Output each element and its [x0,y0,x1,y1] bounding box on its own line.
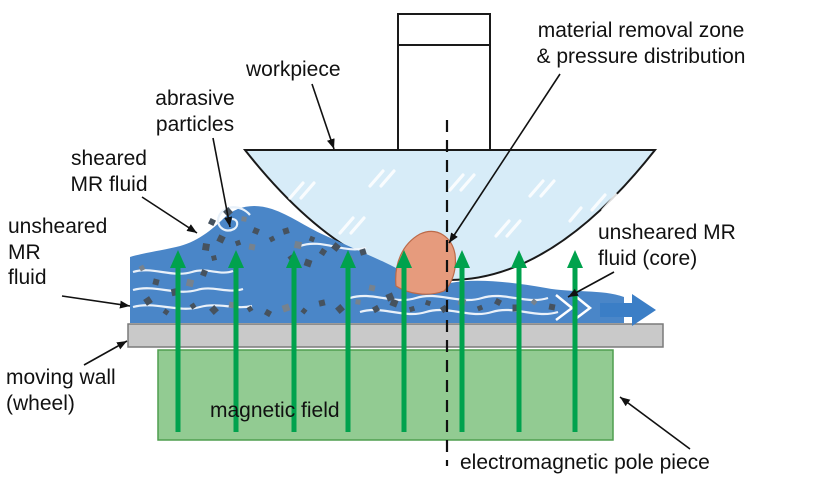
glass-hatch-marks [288,169,618,238]
abrasive-particle [389,298,399,308]
label-pointer-abrasive [212,137,233,228]
label-pointer-pole-piece [619,396,691,450]
magnetic-field-arrowhead [396,250,412,268]
magnetic-field-arrowhead [511,250,527,268]
abrasive-particle [223,207,233,217]
abrasive-particle [476,304,484,312]
abrasive-particle [152,278,160,286]
abrasive-particle [282,227,290,235]
magnetic-field-arrow-layer [170,250,583,432]
abrasive-particle [335,304,345,314]
abrasive-particle [530,298,538,306]
abrasive-particle-layer [138,207,556,318]
abrasive-particle [371,304,381,314]
label-magnetic-field: magnetic field [210,399,340,422]
abrasive-particle [318,247,328,257]
label-abrasive-particles: abrasive particles [155,87,235,136]
abrasive-particle [234,239,242,247]
magnetic-field-arrowhead [170,250,186,268]
label-unsheared-mr-fluid: unsheared MR fluid [8,215,108,290]
abrasive-particle [263,308,273,318]
abrasive-particle [355,299,361,305]
abrasive-particle [512,304,520,312]
label-pointer-sheared [141,196,198,234]
magnetic-field-arrowhead [340,250,356,268]
abrasive-particle [281,303,291,313]
flow-arrow [600,294,656,326]
abrasive-particle [303,258,313,268]
label-pointer-moving-wall [83,340,128,366]
mr-fluid-shape [130,206,624,323]
label-electromagnetic-pole-piece: electromagnetic pole piece [460,451,710,474]
abrasive-particle [359,248,367,256]
label-pointer-removal-zone [448,73,561,244]
pole-piece-shape [157,349,614,441]
abrasive-particle [248,243,256,251]
abrasive-particle [200,269,208,277]
abrasive-particle [138,264,146,272]
abrasive-particle [241,216,247,222]
label-sheared-mr-fluid: sheared MR fluid [70,147,148,196]
abrasive-particle [293,240,303,250]
label-workpiece: workpiece [246,58,341,81]
abrasive-particle [331,242,341,252]
abrasive-particle [318,299,326,307]
abrasive-particle [162,308,170,316]
label-pointer-unsheared [61,295,131,309]
label-unsheared-mr-fluid-core: unsheared MR fluid (core) [598,221,736,270]
removal-zone-shape [395,230,457,295]
spindle-shaft [397,13,491,152]
abrasive-particle [493,297,503,307]
abrasive-particle [385,292,395,302]
abrasive-particle [143,296,153,306]
spindle [397,13,491,152]
abrasive-particle [252,227,260,235]
label-pointer-core [567,271,615,298]
abrasive-particle [207,217,217,227]
label-pointer-workpiece [311,83,335,150]
abrasive-particle [408,305,416,313]
magnetic-field-arrowhead [567,250,583,268]
magnetic-field-arrowhead [454,250,470,268]
abrasive-particle [308,235,316,243]
abrasive-particle [268,235,276,243]
abrasive-particle [201,242,211,252]
abrasive-particle [210,254,218,262]
abrasive-particle [216,234,226,244]
abrasive-particle [209,305,219,315]
abrasive-particle [185,278,195,288]
label-material-removal-zone: material removal zone & pressure distrib… [536,19,746,68]
abrasive-particle [424,299,432,307]
abrasive-particle [246,305,254,313]
abrasive-particle [189,302,197,310]
shear-curl-line [217,206,251,232]
core-chevrons [555,294,593,321]
abrasive-particle [368,284,376,292]
abrasive-particle [300,307,308,315]
abrasive-particle [548,303,556,311]
magnetic-field-arrowhead [286,250,302,268]
magnetic-field-arrowhead [228,250,244,268]
wheel-surface [127,323,664,348]
label-moving-wall: moving wall (wheel) [6,366,116,415]
